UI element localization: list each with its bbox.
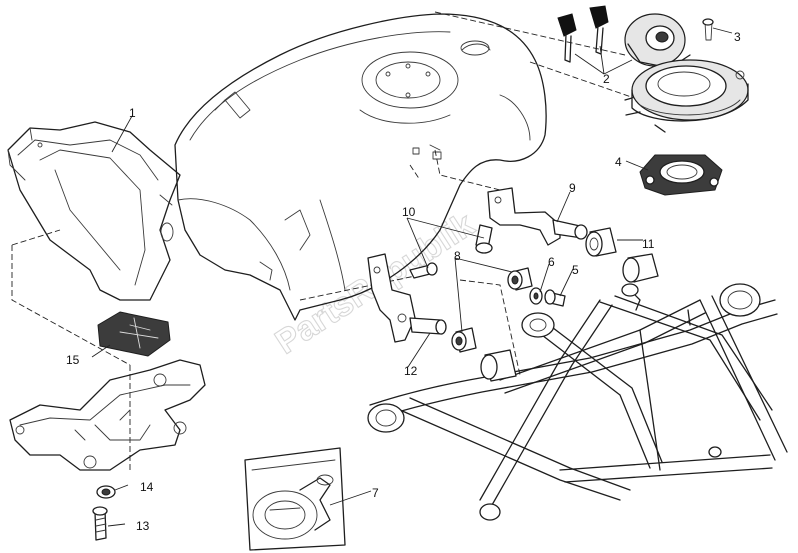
leader-lines: [91, 27, 733, 527]
bracket-screw-part: [409, 224, 493, 279]
rubber-bush-part: [451, 267, 533, 382]
filler-cap-top-part: [624, 13, 749, 133]
callout-9: 9: [569, 181, 576, 195]
washer-screw-part: [529, 287, 566, 307]
ignition-keys-part: [557, 5, 609, 63]
support-plate-part: [9, 359, 206, 471]
callout-14: 14: [140, 480, 154, 494]
filler-cap-assembly-part: [244, 447, 346, 551]
callout-13: 13: [136, 519, 150, 533]
callout-2: 2: [603, 72, 610, 86]
callout-10: 10: [402, 205, 416, 219]
callout-12: 12: [404, 364, 418, 378]
support-screw-part: [92, 506, 108, 541]
assembly-guide-lines: [11, 11, 641, 470]
tank-liner-part: [7, 121, 181, 301]
callout-11: 11: [642, 237, 655, 251]
callout-15: 15: [66, 353, 80, 367]
callout-6: 6: [548, 255, 555, 269]
fuel-tank-part: [160, 13, 547, 321]
callout-5: 5: [572, 263, 579, 277]
filler-cap-gasket-part: [639, 154, 723, 196]
rubber-pad-part: [97, 311, 171, 357]
callout-4: 4: [615, 155, 622, 169]
front-bracket-part: [487, 187, 588, 246]
callout-3: 3: [734, 30, 741, 44]
callout-8: 8: [454, 249, 461, 263]
callout-labels: 1 2 3 4 5 6 7 8 9 10 11 12 13 14 15: [66, 30, 741, 533]
callout-7: 7: [372, 486, 379, 500]
support-washer-part: [96, 485, 116, 499]
trellis-frame: [367, 283, 788, 521]
rear-bracket-part: [367, 253, 447, 343]
spacer-part: [585, 227, 659, 283]
callout-1: 1: [129, 106, 136, 120]
